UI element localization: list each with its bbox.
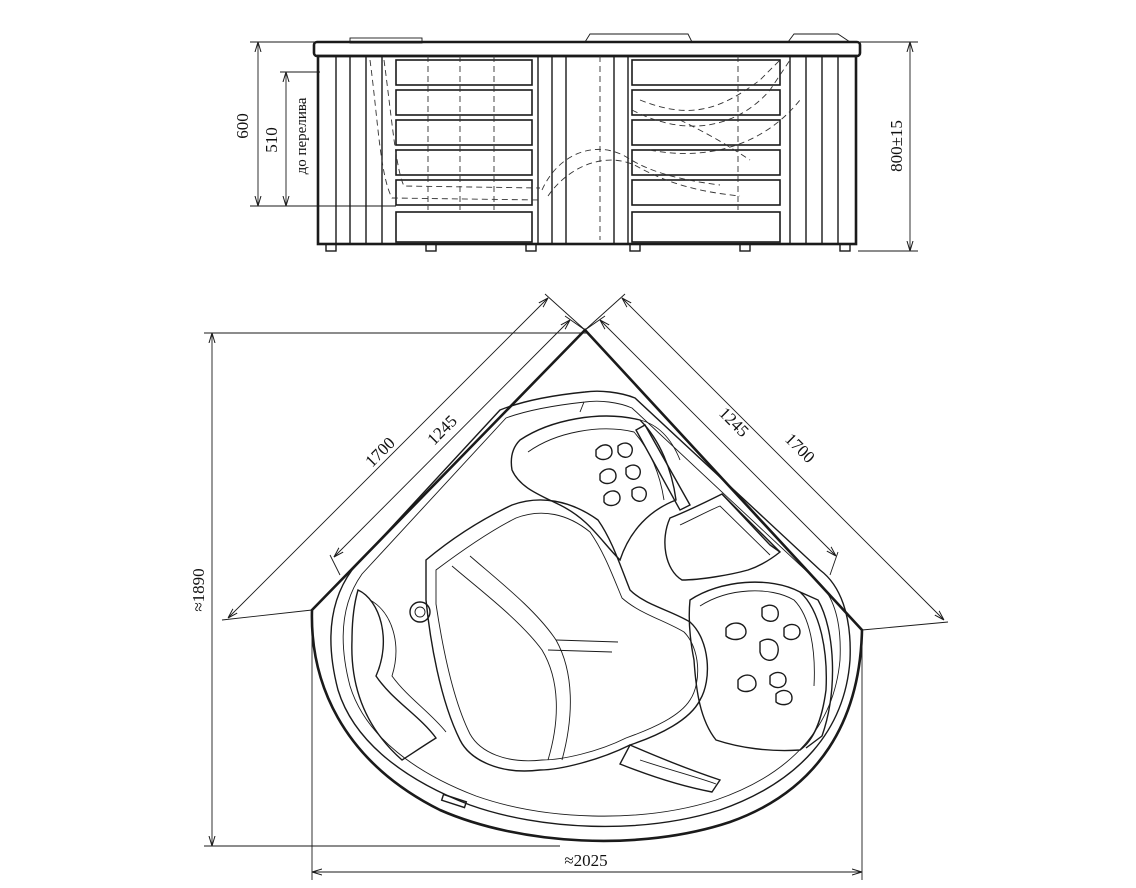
dim-overall-width: ≈2025: [564, 851, 607, 870]
plan-dimensions: 1700 1245 1245 1700 ≈1890 ≈2025: [189, 293, 949, 880]
dim-overflow-label: до перелива: [294, 97, 310, 174]
dim-overall-height: ≈1890: [189, 568, 208, 611]
jets-top: [595, 442, 647, 507]
plan-view: [310, 328, 864, 843]
dim-side-right-outer: 1700: [781, 429, 818, 466]
dim-side-left-outer: 1700: [361, 433, 398, 470]
jets-bottom: [725, 604, 801, 706]
front-view: [312, 33, 862, 252]
dim-side-right-inner: 1245: [715, 403, 752, 440]
dim-height-total: 600: [233, 113, 252, 139]
dim-height-with-legs: 800±15: [887, 120, 906, 172]
dim-height-overflow: 510: [262, 127, 281, 153]
front-dimensions: 600 510 до перелива 800±15: [233, 41, 918, 252]
